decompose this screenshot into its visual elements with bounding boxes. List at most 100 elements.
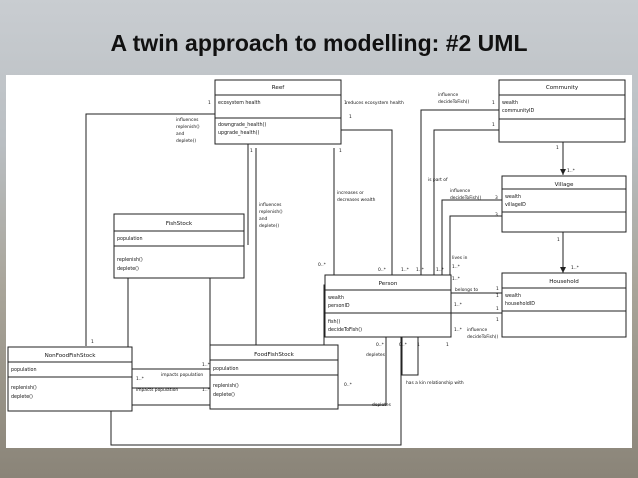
mult: 1..* bbox=[571, 265, 580, 271]
village-name: Village bbox=[555, 182, 574, 188]
nonfood-op-2: deplete() bbox=[11, 394, 33, 400]
mult: 1 bbox=[91, 339, 94, 345]
nonfood-op-1: replenish() bbox=[11, 385, 37, 391]
label-impacts-2: impacts population bbox=[136, 387, 178, 393]
label-influences-c: and bbox=[176, 131, 184, 137]
mult: 0..* bbox=[344, 382, 353, 388]
person-attr-1: wealth bbox=[328, 295, 344, 301]
label-reduces: reduces ecosystem health bbox=[346, 100, 404, 106]
fishstock-op-2: deplete() bbox=[117, 266, 139, 272]
mult: 3 bbox=[495, 212, 498, 218]
mult: 1..* bbox=[401, 267, 410, 273]
class-reef: Reef ecosystem health downgrade_health()… bbox=[214, 79, 342, 145]
class-village: Village wealth villageID bbox=[501, 175, 627, 233]
line-reef-person-reduces bbox=[338, 129, 393, 275]
mult: 1 bbox=[492, 100, 495, 106]
label-influence-3b: decideToFish() bbox=[467, 334, 498, 340]
class-foodfishstock: FoodFishStock population replenish() dep… bbox=[209, 344, 339, 410]
reef-name: Reef bbox=[272, 85, 286, 91]
class-household: Household wealth householdID bbox=[501, 272, 627, 338]
household-attr-2: householdID bbox=[505, 301, 535, 307]
slide-title: A twin approach to modelling: #2 UML bbox=[110, 30, 528, 56]
association-labels: reduces ecosystem health influence decid… bbox=[136, 92, 498, 408]
mult: 1..* bbox=[416, 267, 425, 273]
person-op-2: decideToFish() bbox=[328, 327, 362, 333]
arrow-community-village bbox=[560, 169, 566, 175]
mult: 1..* bbox=[436, 267, 445, 273]
mult: 1..* bbox=[202, 362, 211, 368]
foodfish-name: FoodFishStock bbox=[254, 352, 294, 358]
mult: 1..* bbox=[452, 276, 461, 282]
mult: 1 bbox=[417, 342, 420, 348]
mult: 1..* bbox=[567, 168, 576, 174]
mult: 1 bbox=[496, 306, 499, 312]
label-influence-2b: decideToFish() bbox=[450, 195, 481, 201]
foodfish-op-2: deplete() bbox=[213, 392, 235, 398]
mult: 0..* bbox=[376, 342, 385, 348]
arrow-village-household bbox=[560, 267, 566, 273]
line-reef-nonfood bbox=[85, 113, 215, 346]
label-depletes-1: depletes bbox=[366, 352, 386, 358]
person-attr-2: personID bbox=[328, 303, 350, 309]
household-name: Household bbox=[549, 279, 579, 285]
label-influence-3a: influence bbox=[467, 327, 487, 333]
mult: 1 bbox=[208, 100, 211, 106]
label-impacts-1: impacts population bbox=[161, 372, 203, 378]
mult: 1..* bbox=[136, 376, 145, 382]
mult: 1..* bbox=[454, 327, 463, 333]
label-influences2-a: influences bbox=[259, 202, 282, 208]
line-village-person-2 bbox=[449, 215, 502, 275]
mult: 0..* bbox=[399, 342, 408, 348]
label-influences-a: influences bbox=[176, 117, 199, 123]
uml-diagram: Reef ecosystem health downgrade_health()… bbox=[7, 79, 627, 446]
mult: 1 bbox=[250, 148, 253, 154]
fishstock-attr-1: population bbox=[117, 236, 143, 242]
label-influence-2a: influence bbox=[450, 188, 470, 194]
fishstock-name: FishStock bbox=[166, 221, 193, 227]
label-lives-in: lives in bbox=[452, 255, 468, 261]
community-attr-1: wealth bbox=[502, 100, 518, 106]
label-influence-1b: decideToFish() bbox=[438, 99, 469, 105]
reef-op-2: upgrade_health() bbox=[218, 130, 259, 136]
uml-diagram-panel: Reef ecosystem health downgrade_health()… bbox=[6, 75, 632, 448]
reef-attr-1: ecosystem health bbox=[218, 100, 261, 106]
mult: 0..* bbox=[318, 262, 327, 268]
mult: 1 bbox=[496, 317, 499, 323]
mult: 1 bbox=[556, 145, 559, 151]
class-nonfoodfishstock: NonFoodFishStock population replenish() … bbox=[7, 346, 133, 412]
label-influences2-c: and bbox=[259, 216, 267, 222]
mult: 1 bbox=[446, 342, 449, 348]
label-is-part-of: is part of bbox=[428, 177, 448, 183]
mult: 1 bbox=[557, 237, 560, 243]
community-name: Community bbox=[546, 85, 579, 91]
label-influences2-b: replenish() bbox=[259, 209, 283, 215]
foodfish-op-1: replenish() bbox=[213, 383, 239, 389]
class-person: Person wealth personID fish() decideToFi… bbox=[324, 274, 452, 338]
line-community-person-2 bbox=[433, 129, 499, 275]
mult: 1 bbox=[344, 100, 347, 106]
community-attr-2: communityID bbox=[502, 108, 534, 114]
foodfish-attr-1: population bbox=[213, 366, 239, 372]
label-incdec-b: decreases wealth bbox=[337, 197, 376, 203]
reef-op-1: downgrade_health() bbox=[218, 122, 266, 128]
line-village-person bbox=[441, 199, 502, 275]
fishstock-op-1: replenish() bbox=[117, 257, 143, 263]
mult: 0..* bbox=[378, 267, 387, 273]
person-op-1: fish() bbox=[328, 319, 340, 325]
class-fishstock: FishStock population replenish() deplete… bbox=[113, 213, 245, 279]
mult: 1..* bbox=[452, 264, 461, 270]
label-influences2-d: deplete() bbox=[259, 223, 279, 229]
mult: 3 bbox=[495, 195, 498, 201]
mult: 1..* bbox=[202, 387, 211, 393]
label-kin: has a kin relationship with bbox=[406, 380, 464, 386]
label-influences-b: replenish() bbox=[176, 124, 200, 130]
label-influence-1a: influence bbox=[438, 92, 458, 98]
mult: 1 bbox=[492, 122, 495, 128]
class-community: Community wealth communityID bbox=[498, 79, 626, 143]
village-attr-1: wealth bbox=[505, 194, 521, 200]
person-name: Person bbox=[379, 281, 398, 287]
nonfood-name: NonFoodFishStock bbox=[45, 353, 97, 359]
nonfood-attr-1: population bbox=[11, 367, 37, 373]
multiplicity-labels: 1 1 1 1 1 1 1 1 1..* 3 3 1 1..* 1..* 1..… bbox=[91, 100, 580, 393]
mult: 1 bbox=[349, 114, 352, 120]
